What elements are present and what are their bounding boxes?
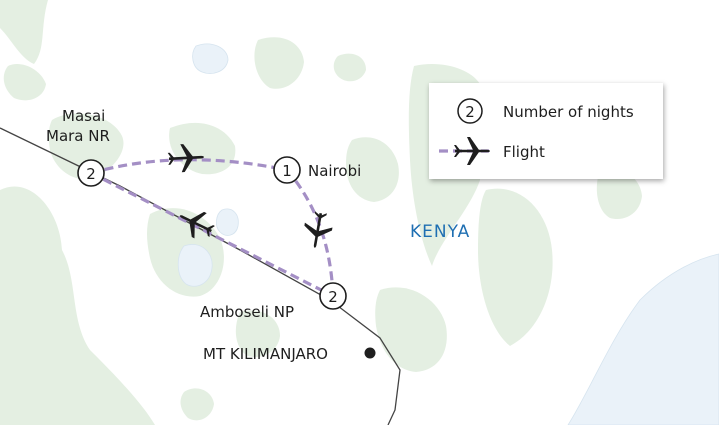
plane-icon (304, 211, 333, 248)
park-area (346, 137, 399, 202)
marker-dot-icon (364, 347, 376, 359)
park-area (0, 0, 48, 64)
place-label-kilimanjaro: MT KILIMANJARO (203, 345, 328, 363)
legend-nights-label: Number of nights (503, 103, 634, 121)
plane-icons (167, 144, 333, 248)
legend-canvas: 2 Number of nights Flight (439, 98, 634, 165)
place-label-nairobi: Nairobi (308, 162, 361, 180)
nights-count: 1 (282, 162, 292, 180)
legend: 2 Number of nights Flight (429, 83, 663, 179)
place-label-masai-mara-line1: Masai (62, 107, 105, 125)
international-border (0, 127, 401, 425)
legend-flight-label: Flight (503, 143, 545, 161)
country-label: KENYA (410, 222, 470, 242)
park-area (254, 37, 304, 89)
water-bodies (177, 43, 719, 425)
lake (192, 43, 229, 74)
nights-count: 2 (328, 288, 338, 306)
flight-routes (90, 158, 335, 298)
nights-marker-amboseli: 2 (319, 282, 347, 310)
route-amboseli-masai-mara (90, 171, 334, 298)
park-area (333, 53, 366, 82)
park-area (478, 188, 553, 346)
park-area (375, 287, 447, 372)
nights-circle (273, 156, 301, 184)
legend-nights-example: 2 (465, 103, 475, 121)
nights-count: 2 (86, 165, 96, 183)
park-area (235, 310, 280, 358)
park-area (3, 64, 47, 101)
park-area (0, 186, 155, 425)
nights-marker-masai-mara: 2 (77, 159, 105, 187)
lake (177, 244, 213, 287)
plane-icon (454, 137, 490, 165)
nights-circle (319, 282, 347, 310)
park-area (596, 168, 642, 220)
park-area (180, 388, 214, 421)
place-label-amboseli: Amboseli NP (200, 303, 294, 321)
legend-nights-circle (457, 98, 483, 124)
park-area (48, 113, 124, 180)
plane-icon (179, 211, 215, 239)
nights-circle (77, 159, 105, 187)
route-masai-mara-nairobi (90, 158, 288, 175)
route-nairobi-amboseli (285, 168, 335, 297)
plane-icon (167, 144, 204, 173)
place-label-masai-mara-line2: Mara NR (46, 127, 110, 145)
nights-markers: 2 1 2 (77, 156, 347, 310)
lake (216, 208, 239, 236)
nights-marker-nairobi: 1 (273, 156, 301, 184)
